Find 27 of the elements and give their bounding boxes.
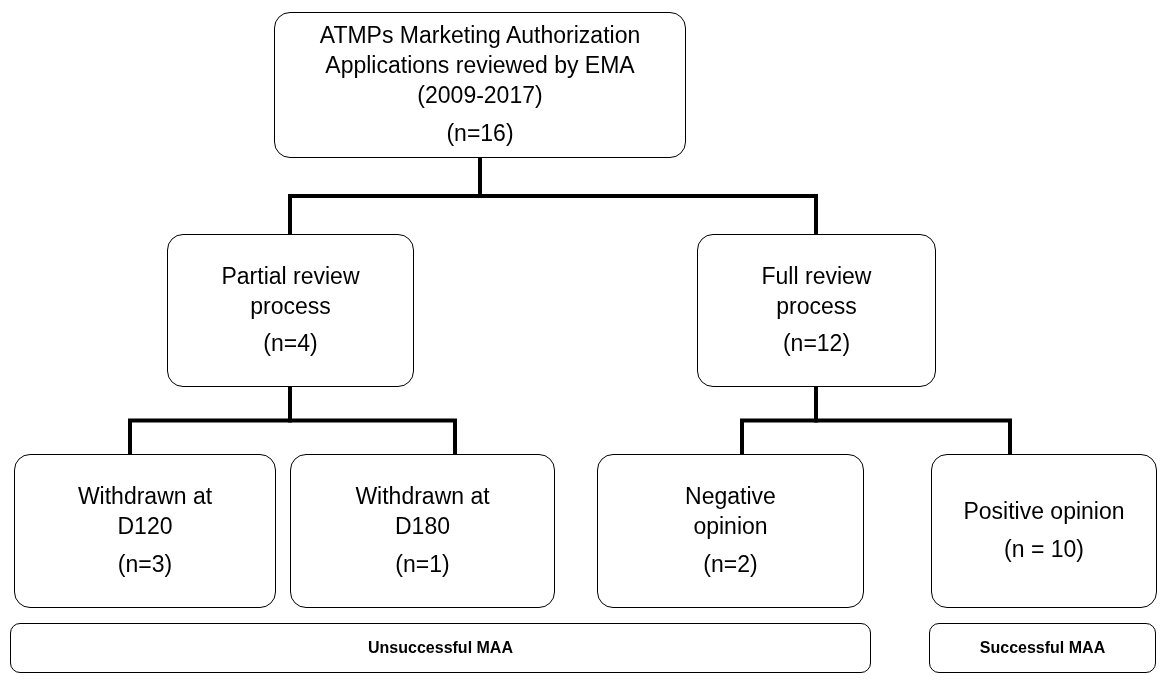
outcome-label: Successful MAA	[979, 637, 1106, 658]
count-label: (n=4)	[263, 329, 318, 359]
connector-line	[288, 387, 457, 454]
process-box	[274, 12, 686, 158]
outcome-box	[929, 623, 1156, 673]
box-title: Full review process	[760, 261, 873, 321]
process-box	[697, 234, 936, 387]
outcome-label: Unsuccessful MAA	[368, 637, 513, 658]
box-title: Withdrawn at D180	[354, 482, 491, 542]
box-title: Withdrawn at D120	[76, 482, 214, 542]
box-title: Partial review process	[220, 261, 361, 321]
outcome-box	[10, 623, 871, 673]
process-box	[290, 454, 555, 608]
connector-line	[814, 387, 1012, 454]
count-label: (n=1)	[395, 549, 450, 579]
count-label: (n=12)	[782, 329, 851, 359]
count-label: (n = 10)	[1004, 535, 1084, 564]
process-box	[14, 454, 276, 608]
box-title: ATMPs Marketing Authorization Applications reviewed by EMA (2009-2017)	[318, 21, 642, 110]
count-label: (n=2)	[703, 549, 758, 579]
count-label: (n=3)	[117, 549, 173, 579]
box-title: Positive opinion	[963, 497, 1125, 527]
process-box	[931, 454, 1157, 608]
process-box	[597, 454, 864, 608]
box-title: Negative opinion	[684, 482, 777, 542]
process-box	[167, 234, 414, 387]
count-label: (n=16)	[446, 118, 514, 148]
